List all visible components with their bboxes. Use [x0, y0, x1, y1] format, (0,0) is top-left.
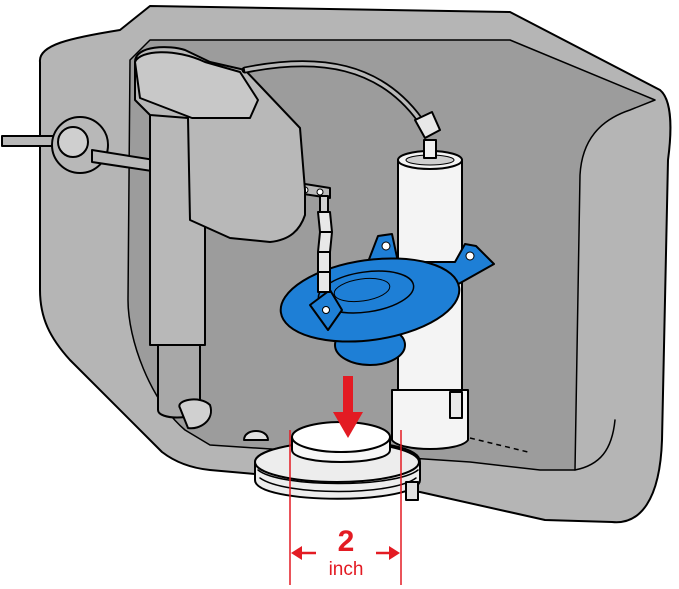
flapper-disc-center	[333, 277, 391, 303]
seat-bolt	[405, 481, 419, 501]
flapper-ear-hole-right	[465, 251, 475, 261]
seat-opening	[291, 421, 391, 453]
down-arrow-head	[333, 412, 363, 438]
flapper-ear-hole-left	[381, 241, 391, 251]
dimension-value: 2	[338, 525, 355, 558]
flapper-tab-hole	[322, 306, 330, 314]
fill-valve	[134, 46, 441, 441]
tank-hidden-line	[469, 437, 529, 453]
chain-link-top	[319, 195, 329, 213]
refill-tube-end	[423, 139, 437, 159]
flush-valve-clip	[449, 391, 463, 419]
fill-valve-base	[178, 398, 212, 430]
seat-ridges	[257, 469, 419, 493]
handle-nut-inner	[57, 126, 89, 158]
lever-hole-3	[316, 188, 324, 196]
refill-clip	[414, 111, 441, 139]
dimension-unit: inch	[329, 559, 364, 580]
chain	[317, 195, 333, 293]
width-dimension: 2 inch	[289, 430, 402, 585]
drain-nub	[243, 430, 269, 441]
dimension-arrowhead-left	[291, 546, 302, 560]
dimension-arrowhead-right	[389, 546, 400, 560]
tank-rim-line	[574, 419, 616, 471]
down-arrow-icon	[333, 376, 363, 438]
chain-links	[317, 211, 333, 293]
flush-valve-seat	[254, 421, 421, 501]
refill-tube-inner	[244, 61, 422, 122]
down-arrow-shaft	[343, 376, 353, 414]
fill-valve-cap-top	[134, 51, 259, 119]
